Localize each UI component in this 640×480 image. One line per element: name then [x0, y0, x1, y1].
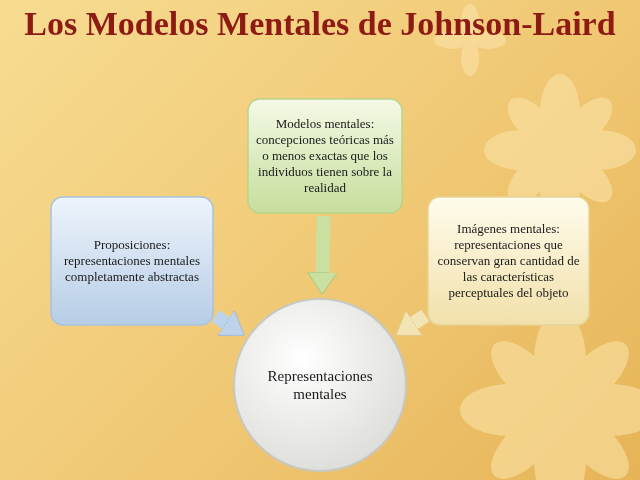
diagram-title: Los Modelos Mentales de Johnson-Laird: [20, 4, 620, 44]
central-circle: Representaciones mentales: [232, 297, 408, 473]
image-box: Imágenes mentales: representaciones que …: [427, 196, 590, 326]
arrow-connector: [322, 216, 323, 273]
model-box: Modelos mentales: concepciones teóricas …: [247, 98, 403, 214]
arrow-connector: [216, 316, 227, 323]
node-text: Modelos mentales: concepciones teóricas …: [255, 116, 395, 196]
arrow-connector: [414, 316, 426, 324]
node-text: Representaciones mentales: [254, 367, 386, 403]
circle-outline: [232, 297, 408, 473]
node-text: Imágenes mentales: representaciones que …: [435, 221, 582, 301]
proposition-box: Proposiciones: representaciones mentales…: [50, 196, 214, 326]
node-text: Proposiciones: representaciones mentales…: [58, 237, 206, 285]
